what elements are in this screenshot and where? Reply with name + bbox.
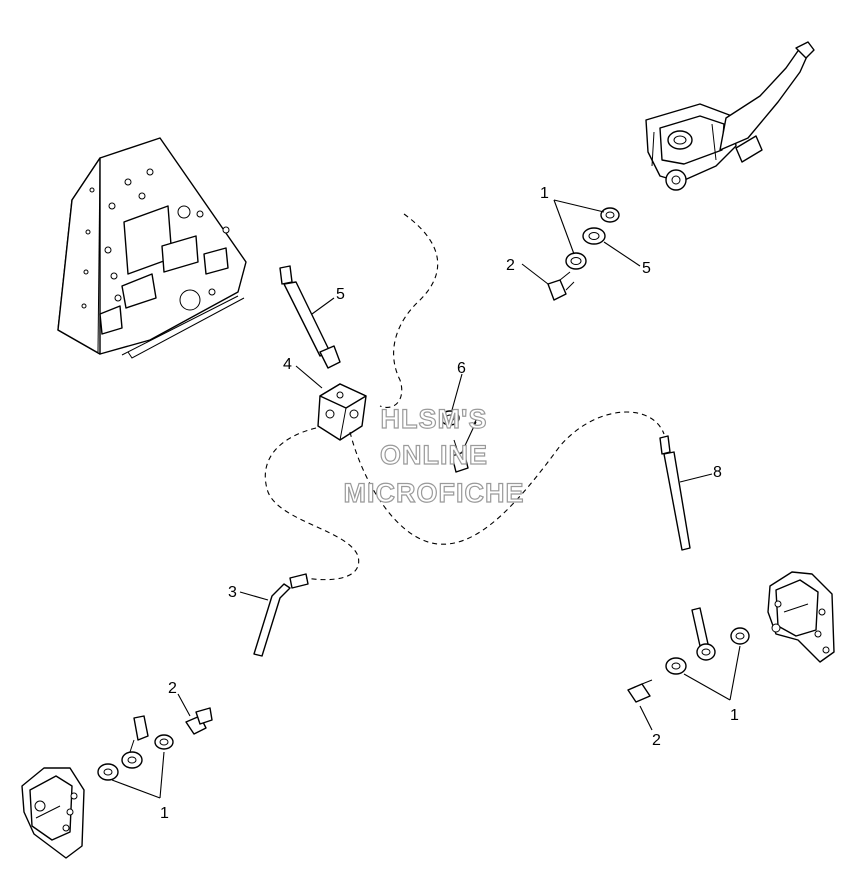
callouts: 1 2 5 5 4 6 7 8 3 2 1 1 2 [160, 185, 739, 822]
washer-left-large [97, 763, 119, 781]
callout-8-line: 8 [713, 464, 722, 481]
brake-line-3 [253, 573, 309, 657]
banjo-bolt-right [627, 679, 653, 703]
callout-4-block: 4 [283, 356, 292, 373]
callout-6-fitting: 6 [457, 360, 466, 377]
callout-2-top: 2 [506, 257, 515, 274]
banjo-bolt-left [185, 707, 213, 735]
callout-1-top: 1 [540, 185, 549, 202]
callout-2-left: 2 [168, 680, 177, 697]
callout-1-right: 1 [730, 707, 739, 724]
washer-left-small [154, 734, 174, 750]
left-caliper [21, 767, 85, 859]
watermark-line-2: ONLINE [380, 440, 488, 470]
watermark-line-1: HLSM'S [381, 404, 488, 434]
washer-right-lower [665, 657, 687, 675]
callout-1-left: 1 [160, 805, 169, 822]
right-caliper [767, 571, 835, 663]
washer-top-lower [565, 252, 587, 270]
bolt-7 [451, 439, 469, 473]
watermark-line-3: MICROFICHE [344, 478, 525, 508]
callout-5-top: 5 [642, 260, 651, 277]
brake-line-8 [659, 435, 691, 551]
banjo-bolt-top [547, 271, 575, 301]
leader-lines [111, 199, 741, 799]
frame-bracket [57, 137, 247, 359]
washer-right-upper [730, 627, 750, 645]
junction-block [317, 383, 367, 441]
washer-top-upper [600, 207, 620, 223]
washer-top-large [582, 227, 606, 245]
watermark: HLSM'S ONLINE MICROFICHE [343, 403, 525, 508]
callout-3-line: 3 [228, 584, 237, 601]
routing-lines [264, 213, 665, 581]
callout-2-right: 2 [652, 732, 661, 749]
brake-hose-5 [279, 265, 341, 369]
banjo-fitting-right [691, 607, 716, 661]
callout-5-hose: 5 [336, 286, 345, 303]
master-cylinder-lever [645, 41, 815, 191]
fitting-6 [440, 410, 460, 426]
banjo-fitting-left [121, 715, 149, 769]
callout-7-bolt: 7 [470, 415, 479, 432]
